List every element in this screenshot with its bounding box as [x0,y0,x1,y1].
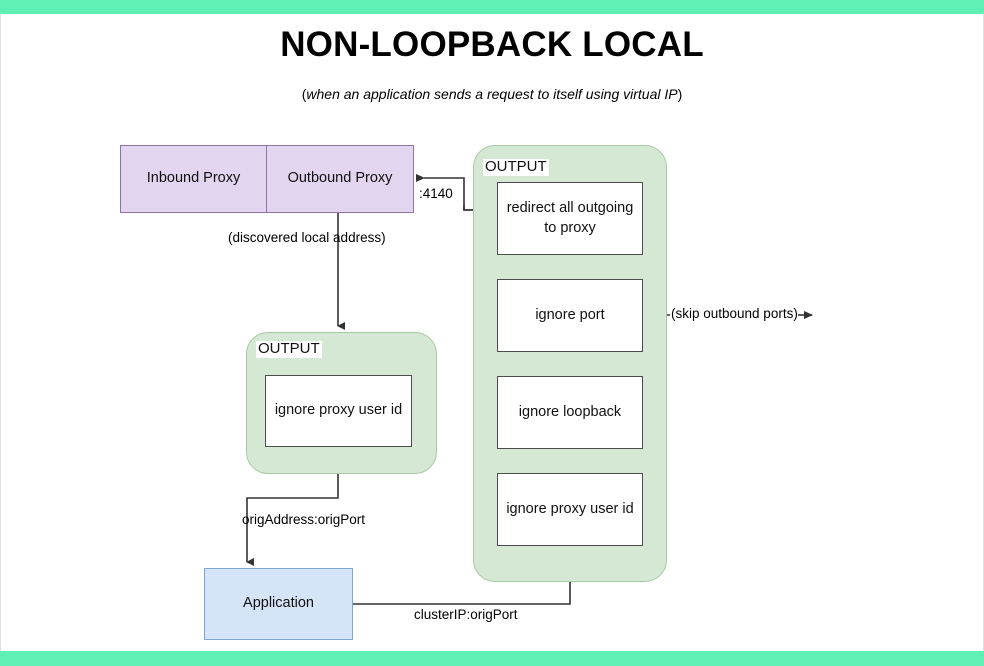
skip-outbound-ports-label: (skip outbound ports) [671,306,798,321]
ignore-port-label: ignore port [535,306,605,323]
inbound-proxy-box[interactable]: Inbound Proxy [120,145,267,213]
right-ignore-proxy-user-id-box[interactable]: ignore proxy user id [497,473,643,546]
page-subtitle: (when an application sends a request to … [0,86,984,102]
outbound-proxy-box[interactable]: Outbound Proxy [266,145,414,213]
proxy-port-label: :4140 [419,186,453,201]
application-label: Application [243,595,314,612]
left-output-group-label: OUTPUT [256,340,322,358]
subtitle-text: when an application sends a request to i… [306,86,678,102]
right-output-group-label: OUTPUT [483,158,549,176]
page-left-border [0,14,1,651]
page-title: NON-LOOPBACK LOCAL [280,25,704,64]
ignore-port-box[interactable]: ignore port [497,279,643,352]
left-ignore-proxy-user-id-box[interactable]: ignore proxy user id [265,375,412,447]
inbound-proxy-label: Inbound Proxy [146,170,241,187]
discovered-local-address-label: (discovered local address) [228,230,386,245]
ignore-loopback-box[interactable]: ignore loopback [497,376,643,449]
subtitle-paren-close: ) [677,86,683,102]
application-box[interactable]: Application [204,568,353,640]
ignore-loopback-label: ignore loopback [518,403,622,420]
left-ignore-proxy-user-id-label: ignore proxy user id [274,402,403,419]
right-ignore-proxy-user-id-label: ignore proxy user id [506,500,634,517]
orig-address-orig-port-label: origAddress:origPort [242,512,366,527]
top-accent-band [0,0,984,14]
bottom-accent-band [0,651,984,666]
subtitle-paren-open: ( [301,86,307,102]
cluster-ip-orig-port-label: clusterIP:origPort [414,607,518,622]
outbound-proxy-label: Outbound Proxy [287,170,393,187]
